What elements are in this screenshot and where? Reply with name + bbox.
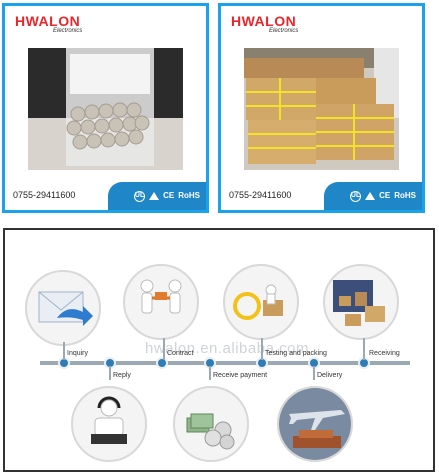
step-label-contract: Contract [167,350,194,357]
step-label-reply: Reply [113,372,131,379]
rohs-mark: RoHS [178,191,200,200]
brand-name: HWALON [231,13,297,29]
packing-icon [223,264,299,340]
ce-mark: CE [163,191,175,200]
brand-name: HWALON [15,13,81,29]
ul-icon: UL [134,190,146,202]
ceramic-discs-in-bag-photo [28,48,183,170]
handshake-icon [123,264,199,340]
step-label-testing: Testing and packing [265,350,327,357]
stem [109,366,111,380]
step-label-receiving: Receiving [369,350,400,357]
step-label-inquiry: Inquiry [67,350,89,357]
card-footer: 0755-29411600 UL CE RoHS [221,176,422,210]
rohs-mark: RoHS [394,191,416,200]
ul-icon: UL [350,190,362,202]
stem [313,366,315,380]
warning-triangle-icon [365,192,376,200]
product-card-right: HWALON Electronics 0755-29411600 UL CE [218,3,425,213]
brand-subtitle: Electronics [53,28,83,34]
certification-bar: UL CE RoHS [324,182,422,210]
envelope-arrow-icon [25,270,101,346]
warning-triangle-icon [149,192,160,200]
stem [209,366,211,380]
timeline [40,357,410,369]
brand-logo: HWALON Electronics [231,14,298,35]
money-icon [173,386,249,462]
stem [163,338,165,360]
packed-boxes-photo [244,48,399,170]
brand-logo: HWALON Electronics [15,14,82,35]
timeline-dot-contract [156,357,168,369]
product-card-left: HWALON Electronics 0755-29411600 UL CE R… [2,3,209,213]
card-footer: 0755-29411600 UL CE RoHS [5,176,206,210]
stem [363,338,365,360]
phone-number: 0755-29411600 [13,190,76,200]
stem [261,338,263,360]
stem [63,342,65,360]
warehouse-icon [323,264,399,340]
step-label-payment: Receive payment [213,372,268,379]
order-process-flow: hwalon.en.alibaba.com Inquiry Contract T… [3,228,435,472]
step-label-delivery: Delivery [317,372,343,379]
ce-mark: CE [379,191,391,200]
certification-bar: UL CE RoHS [108,182,206,210]
watermark: hwalon.en.alibaba.com [145,340,309,357]
brand-subtitle: Electronics [269,28,299,34]
customer-service-icon [71,386,147,462]
airplane-ship-icon [277,386,353,462]
phone-number: 0755-29411600 [229,190,292,200]
